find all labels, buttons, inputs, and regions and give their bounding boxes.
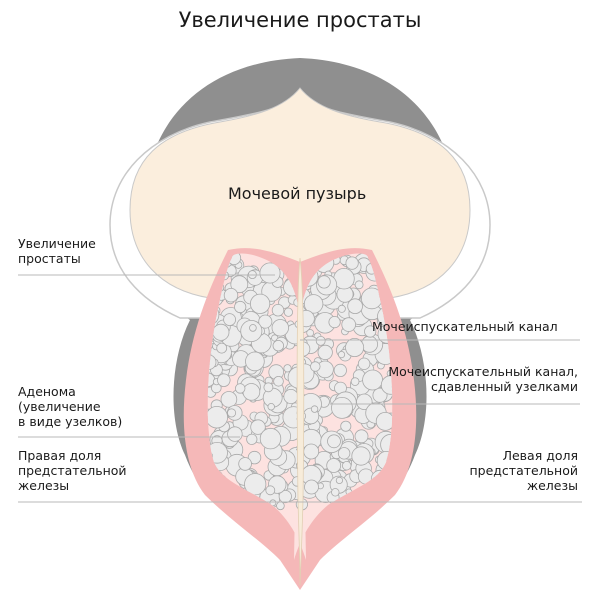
nodule	[273, 375, 284, 387]
nodule	[223, 288, 239, 303]
nodule	[207, 406, 229, 429]
diagram-title: Увеличение простаты	[178, 8, 422, 32]
label-left-lobe: Левая доля предстательной железы	[469, 448, 578, 493]
nodule	[341, 317, 357, 332]
nodule	[212, 323, 230, 341]
nodule	[227, 408, 237, 418]
nodule	[230, 275, 249, 294]
nodule	[354, 429, 369, 444]
nodule	[345, 337, 365, 357]
nodule	[259, 262, 281, 284]
nodule	[242, 383, 261, 401]
nodule	[350, 377, 360, 386]
nodule	[328, 315, 341, 329]
nodule	[337, 447, 351, 460]
nodule	[283, 307, 293, 317]
nodule	[315, 335, 326, 346]
nodule	[267, 403, 275, 411]
nodule	[245, 351, 265, 372]
nodule	[354, 280, 364, 290]
nodule	[351, 446, 371, 466]
nodule	[317, 344, 333, 360]
nodule	[337, 350, 346, 359]
nodule	[223, 313, 237, 327]
nodule	[227, 426, 243, 442]
nodule	[259, 427, 282, 450]
nodule	[234, 300, 247, 314]
nodule	[220, 391, 238, 408]
nodule	[340, 420, 352, 432]
nodule	[249, 324, 257, 332]
nodule	[364, 325, 377, 338]
nodule	[375, 411, 393, 431]
nodule	[357, 357, 371, 371]
nodule	[310, 405, 319, 413]
nodule	[306, 329, 315, 337]
nodule	[250, 293, 271, 314]
leader-lines	[18, 274, 582, 503]
nodule	[265, 485, 276, 496]
nodule	[271, 319, 290, 337]
nodule	[217, 373, 231, 387]
nodule	[335, 476, 343, 484]
nodule	[380, 375, 393, 395]
nodule	[271, 304, 285, 317]
label-urethra-compressed: Мочеиспускательный канал, сдавленный узе…	[388, 364, 578, 394]
nodule	[310, 361, 321, 372]
nodule	[326, 458, 342, 473]
nodule	[327, 434, 341, 449]
nodule	[216, 342, 228, 354]
nodule	[263, 382, 274, 393]
nodule	[272, 340, 285, 352]
nodule	[317, 275, 331, 289]
nodule	[304, 479, 319, 495]
nodule	[303, 443, 320, 460]
label-enlargement: Увеличение простаты	[18, 236, 96, 266]
nodule	[303, 294, 324, 314]
nodule	[356, 393, 373, 411]
label-adenoma: Аденома (увеличение в виде узелков)	[18, 384, 123, 429]
nodule	[234, 383, 246, 394]
nodule	[244, 473, 267, 496]
nodule	[258, 314, 273, 329]
nodule	[345, 256, 359, 270]
nodule	[337, 304, 346, 313]
nodule	[238, 457, 252, 471]
nodule	[247, 450, 262, 465]
nodule	[246, 433, 258, 445]
nodule	[333, 363, 347, 377]
nodule	[331, 396, 353, 419]
nodule	[342, 461, 352, 471]
nodule	[362, 369, 384, 391]
nodule	[331, 488, 340, 497]
nodule	[250, 419, 266, 435]
nodule	[276, 501, 285, 511]
nodule	[360, 335, 378, 353]
nodule	[347, 298, 363, 315]
nodule	[283, 364, 292, 373]
label-urethra: Мочеиспускательный канал	[372, 319, 558, 334]
nodule	[278, 489, 292, 504]
label-bladder: Мочевой пузырь	[228, 184, 367, 203]
label-right-lobe: Правая доля предстательной железы	[18, 448, 127, 493]
nodule	[283, 388, 299, 404]
